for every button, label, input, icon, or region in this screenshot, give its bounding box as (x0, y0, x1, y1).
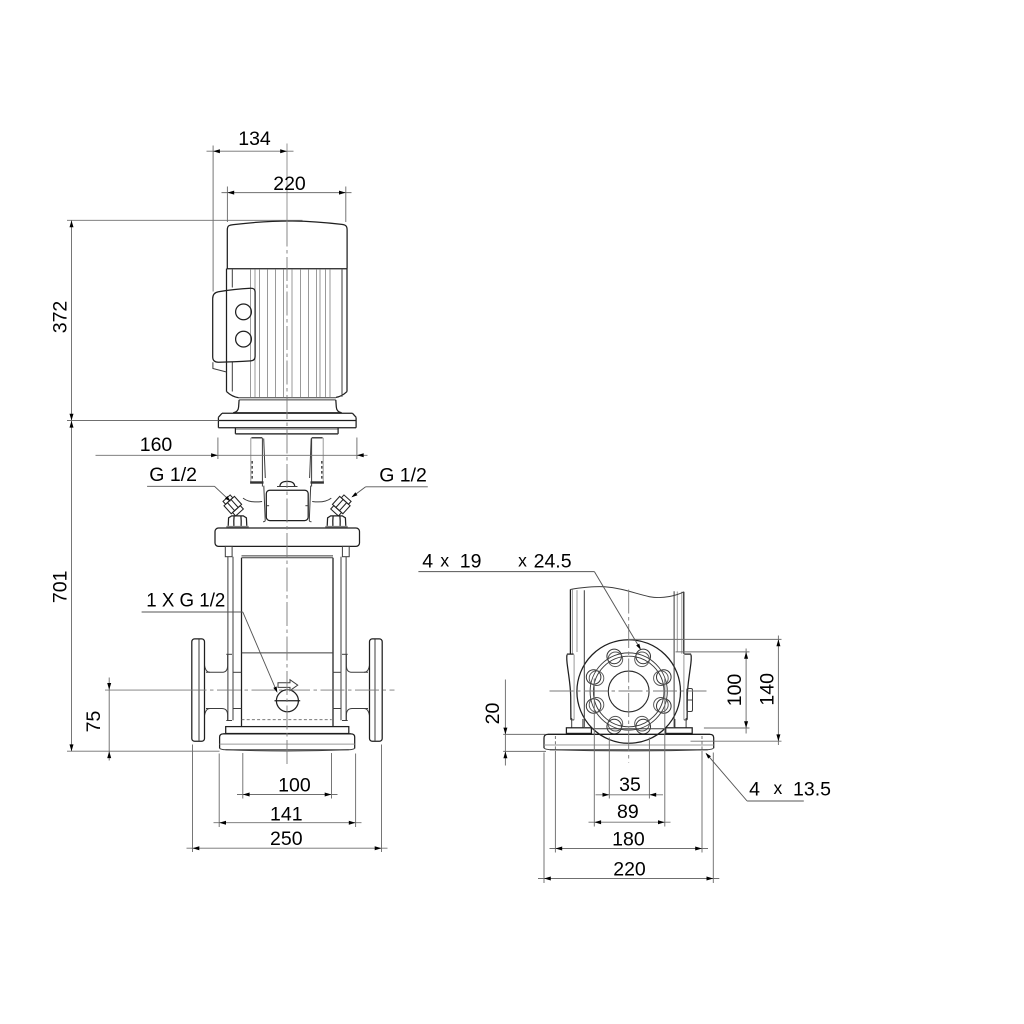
svg-text:100: 100 (278, 774, 311, 796)
svg-text:141: 141 (270, 803, 303, 825)
svg-text:13.5: 13.5 (793, 778, 831, 800)
svg-text:1 X G 1/2: 1 X G 1/2 (146, 590, 225, 612)
svg-text:20: 20 (482, 703, 504, 725)
svg-text:x: x (518, 550, 527, 570)
svg-text:89: 89 (617, 801, 639, 823)
svg-text:19: 19 (460, 551, 482, 573)
svg-text:250: 250 (270, 828, 303, 850)
svg-text:140: 140 (756, 673, 778, 706)
svg-text:372: 372 (50, 301, 72, 334)
svg-text:100: 100 (724, 674, 746, 707)
svg-text:35: 35 (619, 774, 641, 796)
svg-text:4: 4 (422, 551, 433, 573)
svg-text:220: 220 (273, 173, 306, 195)
svg-text:134: 134 (238, 128, 271, 150)
svg-text:4: 4 (749, 778, 760, 800)
svg-text:160: 160 (140, 434, 173, 456)
svg-text:G 1/2: G 1/2 (379, 465, 427, 487)
svg-text:701: 701 (49, 571, 71, 604)
svg-text:G 1/2: G 1/2 (149, 464, 197, 486)
svg-text:x: x (774, 778, 783, 798)
svg-text:x: x (440, 550, 449, 570)
svg-text:24.5: 24.5 (534, 551, 572, 573)
svg-text:180: 180 (612, 829, 645, 851)
svg-text:220: 220 (613, 858, 646, 880)
svg-text:75: 75 (83, 711, 105, 733)
